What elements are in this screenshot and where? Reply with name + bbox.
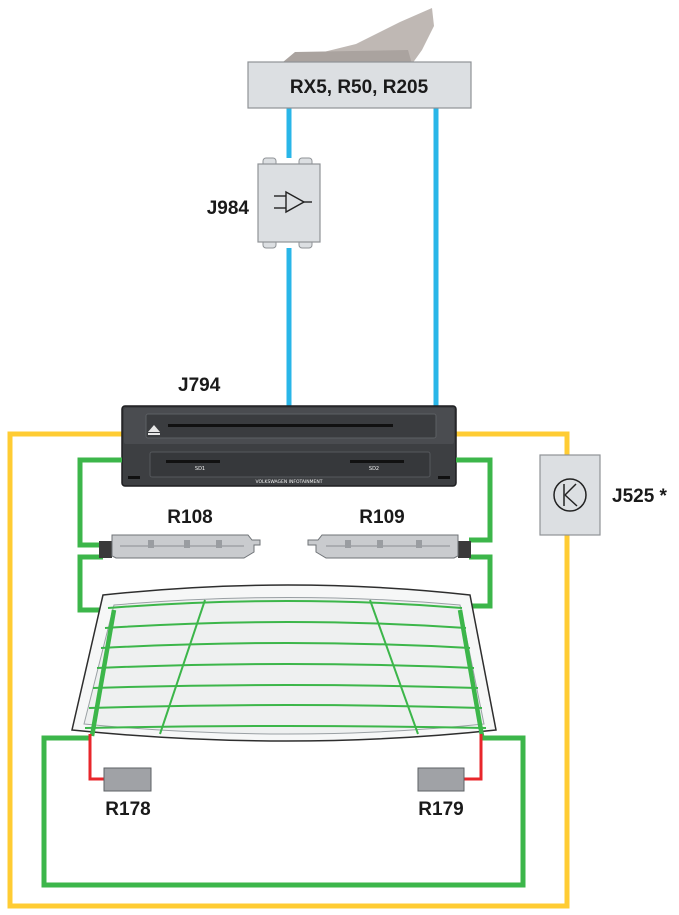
speaker-left-label: R108	[167, 507, 212, 528]
antenna-left-label: R178	[105, 799, 150, 820]
gateway-label: J525 *	[612, 486, 668, 507]
speaker-right-label: R109	[359, 507, 404, 528]
yellow-bus-line	[7, 431, 570, 909]
gateway-icon	[553, 478, 587, 512]
eject-icon	[148, 425, 160, 435]
main-unit	[121, 405, 457, 487]
unit-label: J794	[178, 375, 221, 396]
antenna-right-box	[417, 767, 465, 792]
green-wiring	[41, 457, 526, 888]
red-leads	[88, 734, 483, 781]
amplifier-icon	[274, 190, 312, 214]
rear-window	[71, 584, 497, 742]
radio-icon	[283, 8, 434, 64]
antenna-left-box	[103, 767, 152, 792]
gateway-box	[539, 454, 601, 536]
amplifier-label: J984	[207, 198, 250, 219]
antenna-right-label: R179	[418, 799, 463, 820]
slot2-text: SD2	[369, 466, 379, 472]
amplifier-box	[257, 157, 321, 249]
radio-box	[247, 61, 472, 109]
speaker-left	[99, 534, 261, 559]
slot1-text: SD1	[195, 466, 205, 472]
radio-label: RX5, R50, R205	[290, 77, 429, 98]
speaker-right	[307, 534, 471, 559]
brand-text: VOLKSWAGEN INFOTAINMENT	[255, 479, 322, 485]
